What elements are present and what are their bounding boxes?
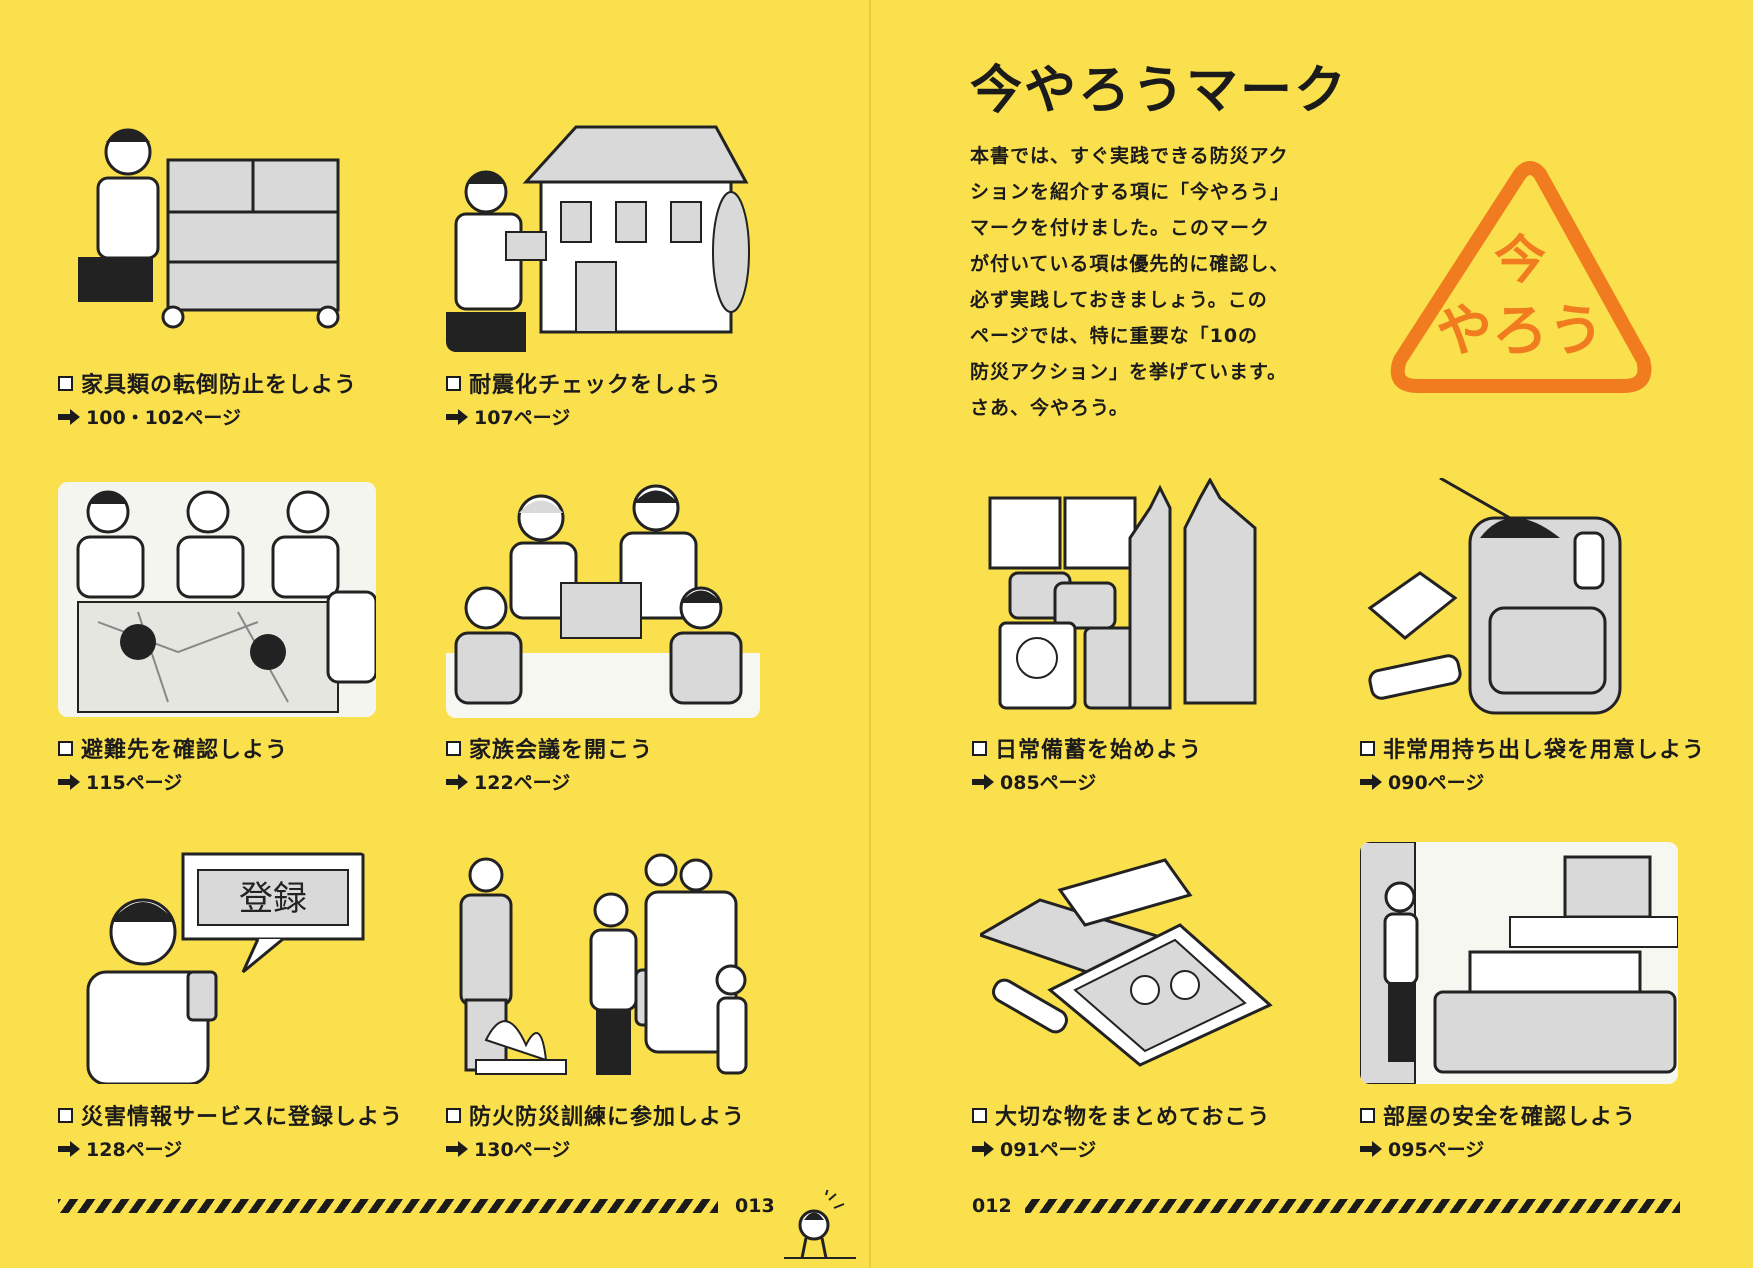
action-label: 家具類の転倒防止をしよう <box>58 367 357 399</box>
intro-line: マークを付けました。このマーク <box>970 217 1271 239</box>
family-meeting-illustration <box>446 478 760 718</box>
mark-text-line2: やろう <box>1436 299 1604 364</box>
intro-line: 本書では、すぐ実践できる防災アク <box>970 145 1289 167</box>
action-title: 部屋の安全を確認しよう <box>1383 1105 1637 1130</box>
checkbox-icon[interactable] <box>972 1107 987 1123</box>
action-title: 家族会議を開こう <box>469 738 654 763</box>
checkbox-icon[interactable] <box>1360 740 1375 756</box>
stockpile-illustration <box>985 478 1270 718</box>
action-label: 避難先を確認しよう <box>58 732 288 764</box>
page-reference: 091ページ <box>972 1135 1096 1162</box>
action-label: 部屋の安全を確認しよう <box>1360 1099 1636 1131</box>
page-reference-text: 085ページ <box>1000 772 1097 794</box>
arrow-right-icon <box>972 773 994 790</box>
intro-line: 必ず実践しておきましょう。この <box>970 289 1268 311</box>
mascot-icon <box>784 1190 856 1259</box>
valuables-illustration <box>980 855 1275 1080</box>
action-title: 災害情報サービスに登録しよう <box>81 1105 404 1130</box>
page-reference: 122ページ <box>446 768 570 795</box>
page-reference-text: 107ページ <box>474 407 571 429</box>
hazard-stripe-left <box>58 1199 718 1213</box>
arrow-right-icon <box>1360 773 1382 790</box>
page-reference: 090ページ <box>1360 768 1484 795</box>
room-safety-illustration <box>1360 842 1678 1084</box>
page-reference: 115ページ <box>58 768 182 795</box>
fire-drill-illustration <box>446 850 760 1086</box>
page-number-right: 012 <box>972 1195 1012 1217</box>
phone-registration-illustration: 登録 <box>58 852 368 1084</box>
intro-line: 防災アクション」を挙げています。 <box>970 361 1288 383</box>
house-illustration <box>446 122 760 352</box>
intro-line: ページでは、特に重要な「10の <box>970 325 1259 347</box>
page-reference: 130ページ <box>446 1135 570 1162</box>
intro-line: ションを紹介する項に「今やろう」 <box>970 181 1291 203</box>
action-label: 大切な物をまとめておこう <box>972 1099 1270 1131</box>
checkbox-icon[interactable] <box>446 1107 461 1123</box>
page-reference: 095ページ <box>1360 1135 1484 1162</box>
page-reference-text: 095ページ <box>1388 1139 1485 1161</box>
page-reference-text: 115ページ <box>86 772 183 794</box>
ima-yarou-mark-icon: 今 やろう <box>1390 161 1652 393</box>
page-reference-text: 091ページ <box>1000 1139 1097 1161</box>
action-label: 日常備蓄を始めよう <box>972 732 1202 764</box>
arrow-right-icon <box>446 408 468 425</box>
checkbox-icon[interactable] <box>972 740 987 756</box>
arrow-right-icon <box>446 1140 468 1157</box>
checkbox-icon[interactable] <box>58 375 73 391</box>
arrow-right-icon <box>58 773 80 790</box>
arrow-right-icon <box>446 773 468 790</box>
page-reference: 085ページ <box>972 768 1096 795</box>
mark-text-line1: 今 <box>1494 231 1546 291</box>
emergency-bag-illustration <box>1360 478 1670 718</box>
hazard-stripe-right <box>1025 1199 1680 1213</box>
page-reference: 128ページ <box>58 1135 182 1162</box>
checkbox-icon[interactable] <box>1360 1107 1375 1123</box>
page-reference: 100・102ページ <box>58 403 241 430</box>
page-reference-text: 090ページ <box>1388 772 1485 794</box>
page-reference: 107ページ <box>446 403 570 430</box>
page-title: 今やろうマーク <box>970 61 1349 121</box>
intro-line: さあ、今やろう。 <box>970 397 1129 419</box>
action-label: 防火防災訓練に参加しよう <box>446 1099 745 1131</box>
page-gutter <box>869 0 871 1268</box>
action-title: 非常用持ち出し袋を用意しよう <box>1383 738 1706 763</box>
action-label: 災害情報サービスに登録しよう <box>58 1099 403 1131</box>
evacuation-map-illustration <box>58 482 376 717</box>
action-title: 耐震化チェックをしよう <box>469 373 723 398</box>
page-reference-text: 122ページ <box>474 772 571 794</box>
action-title: 避難先を確認しよう <box>81 738 289 763</box>
intro-line: が付いている項は優先的に確認し、 <box>970 253 1290 275</box>
action-label: 耐震化チェックをしよう <box>446 367 722 399</box>
checkbox-icon[interactable] <box>58 1107 73 1123</box>
arrow-right-icon <box>972 1140 994 1157</box>
page-number-left: 013 <box>735 1195 775 1217</box>
page-reference-text: 128ページ <box>86 1139 183 1161</box>
action-title: 家具類の転倒防止をしよう <box>81 373 358 398</box>
page-reference-text: 100・102ページ <box>86 407 241 429</box>
checkbox-icon[interactable] <box>446 740 461 756</box>
page-reference-text: 130ページ <box>474 1139 571 1161</box>
arrow-right-icon <box>58 408 80 425</box>
checkbox-icon[interactable] <box>58 740 73 756</box>
arrow-right-icon <box>1360 1140 1382 1157</box>
action-title: 大切な物をまとめておこう <box>995 1105 1271 1130</box>
checkbox-icon[interactable] <box>446 375 461 391</box>
action-title: 日常備蓄を始めよう <box>995 738 1203 763</box>
action-label: 非常用持ち出し袋を用意しよう <box>1360 732 1705 764</box>
action-label: 家族会議を開こう <box>446 732 653 764</box>
arrow-right-icon <box>58 1140 80 1157</box>
intro-paragraph: 本書では、すぐ実践できる防災アク ションを紹介する項に「今やろう」 マークを付け… <box>970 138 1340 426</box>
register-sign-text: 登録 <box>239 879 307 919</box>
action-title: 防火防災訓練に参加しよう <box>469 1105 746 1130</box>
furniture-illustration <box>58 112 364 347</box>
